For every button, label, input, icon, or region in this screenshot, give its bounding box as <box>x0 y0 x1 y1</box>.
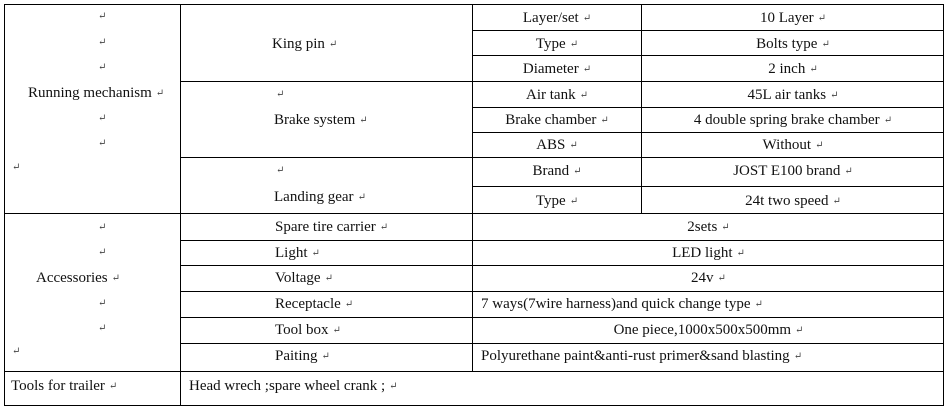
row-divider <box>180 317 944 318</box>
row-divider <box>180 81 944 82</box>
spec-name-light: Light <box>275 244 320 263</box>
spec-value-painting: Polyurethane paint&anti-rust primer&sand… <box>481 347 802 366</box>
spec-value-brand: JOST E100 brand <box>642 162 944 181</box>
spec-name-air-tank: Air tank <box>473 86 641 105</box>
paragraph-mark-icon <box>276 89 284 100</box>
spec-name-type: Type <box>473 35 641 54</box>
spec-name-spare-tire-carrier: Spare tire carrier <box>275 218 388 237</box>
section-label-tools-for-trailer: Tools for trailer <box>11 377 117 396</box>
spec-value-abs: Without <box>642 136 944 155</box>
paragraph-mark-icon <box>98 138 106 149</box>
paragraph-mark-icon <box>98 11 106 22</box>
spec-value-diameter: 2 inch <box>642 60 944 79</box>
paragraph-mark-icon <box>98 323 106 334</box>
spec-value-tool-box: One piece,1000x500x500mm <box>473 321 944 340</box>
row-divider <box>472 107 944 108</box>
spec-value-voltage: 24v <box>473 269 944 288</box>
group-label-landing-gear: Landing gear <box>274 188 366 207</box>
spec-name-receptacle: Receptacle <box>275 295 353 314</box>
spec-name-voltage: Voltage <box>275 269 333 288</box>
spec-value-light: LED light <box>473 244 944 263</box>
row-divider <box>180 240 944 241</box>
row-divider <box>180 343 944 344</box>
spec-value-landing-type: 24t two speed <box>642 192 944 211</box>
spec-value-tools: Head wrech ;spare wheel crank ; <box>189 377 398 396</box>
spec-name-landing-type: Type <box>473 192 641 211</box>
row-divider <box>180 291 944 292</box>
section-label-running-mechanism: Running mechanism <box>28 84 164 103</box>
section-divider <box>4 213 944 214</box>
spec-name-painting: Paiting <box>275 347 330 366</box>
spec-value-brake-chamber: 4 double spring brake chamber <box>642 111 944 130</box>
spec-value-layer-set: 10 Layer <box>642 9 944 28</box>
spec-name-brand: Brand <box>473 162 641 181</box>
spec-value-receptacle: 7 ways(7wire harness)and quick change ty… <box>481 295 763 314</box>
paragraph-mark-icon <box>98 298 106 309</box>
paragraph-mark-icon <box>98 247 106 258</box>
section-label-accessories: Accessories <box>36 269 120 288</box>
spec-value-spare-tire-carrier: 2sets <box>473 218 944 237</box>
paragraph-mark-icon <box>98 113 106 124</box>
spec-value-type: Bolts type <box>642 35 944 54</box>
spec-name-brake-chamber: Brake chamber <box>473 111 641 130</box>
row-divider <box>472 132 944 133</box>
row-divider <box>472 55 944 56</box>
row-divider <box>472 186 944 187</box>
column-divider <box>180 4 181 406</box>
section-divider <box>4 371 944 372</box>
spec-value-air-tank: 45L air tanks <box>642 86 944 105</box>
spec-name-abs: ABS <box>473 136 641 155</box>
row-divider <box>180 265 944 266</box>
paragraph-mark-icon <box>12 162 20 173</box>
column-divider <box>472 4 473 371</box>
spec-name-tool-box: Tool box <box>275 321 341 340</box>
group-label-king-pin: King pin <box>272 35 337 54</box>
column-divider <box>641 4 642 213</box>
paragraph-mark-icon <box>276 165 284 176</box>
spec-name-diameter: Diameter <box>473 60 641 79</box>
spec-table <box>4 4 944 406</box>
paragraph-mark-icon <box>98 222 106 233</box>
paragraph-mark-icon <box>98 37 106 48</box>
row-divider <box>180 157 944 158</box>
row-divider <box>472 30 944 31</box>
paragraph-mark-icon <box>12 346 20 357</box>
group-label-brake-system: Brake system <box>274 111 368 130</box>
spec-name-layer-set: Layer/set <box>473 9 641 28</box>
paragraph-mark-icon <box>98 62 106 73</box>
